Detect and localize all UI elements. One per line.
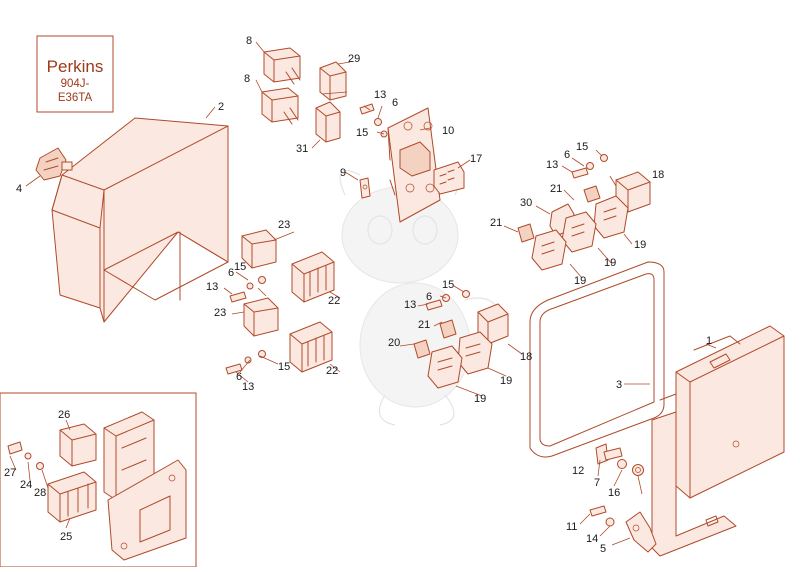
callout-15: 15 (576, 141, 588, 153)
callout-13: 13 (404, 299, 416, 311)
box-bracket (651, 325, 785, 557)
callout-19: 19 (500, 375, 512, 387)
bolt-12 (595, 443, 644, 476)
callout-13: 13 (242, 381, 254, 393)
title-box: Perkins 904J- E36TA (36, 35, 114, 113)
callout-13: 13 (374, 89, 386, 101)
fuse-holder-mid (413, 319, 493, 389)
model-line-1: 904J- (61, 78, 90, 90)
relay-mid (261, 87, 299, 125)
callout-19: 19 (474, 393, 486, 405)
callout-1: 1 (706, 335, 712, 347)
callout-18: 18 (652, 169, 664, 181)
callout-8: 8 (246, 35, 252, 47)
relay-top (263, 47, 301, 85)
callout-4: 4 (16, 183, 22, 195)
callout-3: 3 (616, 379, 622, 391)
model-line-2: E36TA (58, 92, 93, 104)
callout-15: 15 (234, 261, 246, 273)
callout-15: 15 (278, 361, 290, 373)
callout-7: 7 (594, 477, 600, 489)
relay-23-top (241, 229, 277, 269)
callout-5: 5 (600, 543, 606, 555)
cover-housing (51, 117, 229, 323)
inset-screw-27 (7, 441, 44, 470)
screw-left-top (229, 276, 266, 303)
callout-6: 6 (392, 97, 398, 109)
callout-17: 17 (470, 153, 482, 165)
fuse-31 (315, 101, 341, 143)
callout-28: 28 (34, 487, 46, 499)
callout-30: 30 (520, 197, 532, 209)
callout-18: 18 (520, 351, 532, 363)
screw-top (359, 103, 388, 138)
fuse-block-22-top (291, 251, 335, 303)
clip-9 (359, 177, 371, 199)
callout-15: 15 (442, 279, 454, 291)
callout-10: 10 (442, 125, 454, 137)
callout-13: 13 (546, 159, 558, 171)
callout-8: 8 (244, 73, 250, 85)
callout-22: 22 (326, 365, 338, 377)
callout-6: 6 (236, 371, 242, 383)
callout-6: 6 (228, 267, 234, 279)
callout-21: 21 (490, 217, 502, 229)
callout-21: 21 (418, 319, 430, 331)
callouts: 1 2 3 4 5 6 6 6 6 6 7 8 8 9 10 11 12 13 … (4, 35, 712, 555)
callout-26: 26 (58, 409, 70, 421)
knob (35, 147, 73, 181)
callout-23: 23 (214, 307, 226, 319)
gasket (529, 261, 665, 458)
callout-22: 22 (328, 295, 340, 307)
inset-fuse-block-25 (47, 471, 97, 523)
relay-23-bottom (243, 297, 279, 337)
callout-6: 6 (426, 291, 432, 303)
callout-29: 29 (348, 53, 360, 65)
brand-name: Perkins (47, 57, 104, 76)
callout-31: 31 (296, 143, 308, 155)
callout-6: 6 (564, 149, 570, 161)
inset-bracket (107, 459, 187, 561)
callout-23: 23 (278, 219, 290, 231)
inset-relay-26 (59, 423, 97, 467)
screw-left-bottom (225, 350, 266, 375)
callout-14: 14 (586, 533, 598, 545)
callout-27: 27 (4, 467, 16, 479)
callout-2: 2 (218, 101, 224, 113)
callout-15: 15 (356, 127, 368, 139)
callout-20: 20 (388, 337, 400, 349)
callout-11: 11 (566, 521, 577, 533)
fuse-block-22-bottom (289, 321, 333, 373)
leader-lines (9, 41, 717, 546)
screw-right-top (571, 154, 608, 179)
callout-25: 25 (60, 531, 72, 543)
callout-9: 9 (340, 167, 346, 179)
callout-19: 19 (604, 257, 616, 269)
callout-19: 19 (574, 275, 586, 287)
callout-24: 24 (20, 479, 32, 491)
fuse-holder-right (517, 185, 629, 271)
callout-19: 19 (634, 239, 646, 251)
callout-16: 16 (608, 487, 620, 499)
relay-board (387, 107, 441, 223)
screw-11 (589, 505, 657, 553)
callout-13: 13 (206, 281, 218, 293)
fuse-29 (319, 61, 347, 101)
connector-17 (433, 161, 465, 195)
callout-21: 21 (550, 183, 562, 195)
callout-12: 12 (572, 465, 584, 477)
